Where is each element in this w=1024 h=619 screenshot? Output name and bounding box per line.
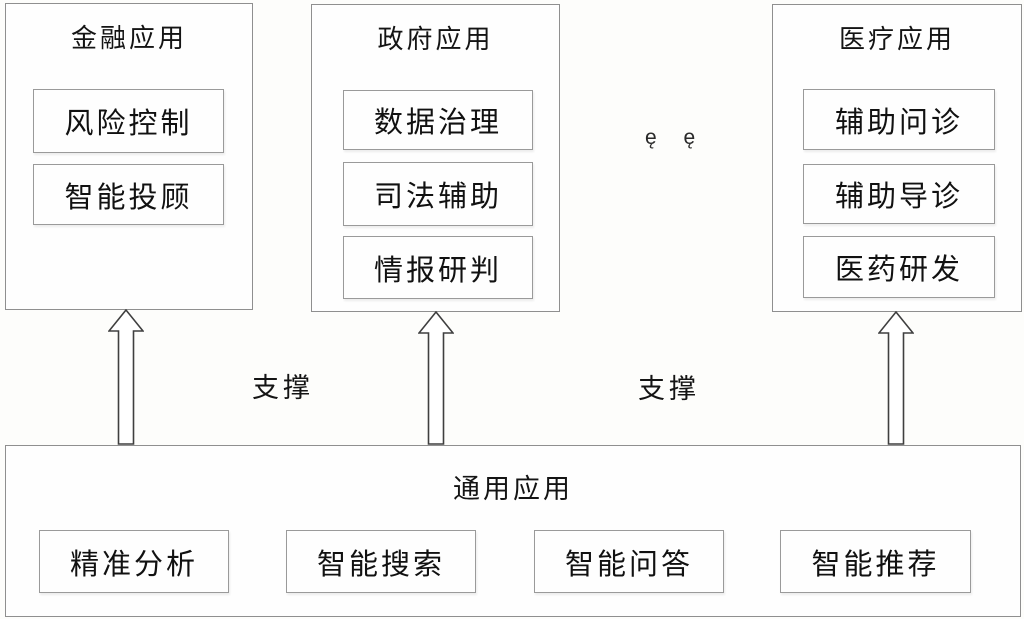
stray-glyphs: ę ę [645,126,696,149]
item-data-governance: 数据治理 [343,90,533,150]
item-precise-analysis: 精准分析 [39,530,229,593]
item-pharma-rd: 医药研发 [803,236,995,298]
government-apps-title: 政府应用 [377,24,494,54]
item-assisted-triage: 辅助导诊 [803,164,995,224]
financial-apps-title: 金融应用 [70,23,187,53]
item-assisted-consultation: 辅助问诊 [803,89,995,150]
support-label-right: 支撑 [638,374,700,404]
up-arrow-government [418,311,454,445]
up-arrow-financial [108,309,144,445]
item-judicial-assist: 司法辅助 [343,162,533,226]
financial-apps-box: 金融应用 风险控制 智能投顾 [5,3,253,310]
support-label-left: 支撑 [252,373,314,403]
medical-apps-box: 医疗应用 辅助问诊 辅助导诊 医药研发 [772,4,1022,312]
up-arrow-medical [878,311,914,445]
item-intelligence-analysis: 情报研判 [343,236,533,299]
general-apps-box: 通用应用 精准分析 智能搜索 智能问答 智能推荐 [5,445,1021,617]
item-intelligent-search: 智能搜索 [286,530,476,593]
government-apps-box: 政府应用 数据治理 司法辅助 情报研判 [311,4,560,312]
general-apps-title: 通用应用 [453,474,573,504]
item-intelligent-qa: 智能问答 [534,530,724,593]
medical-apps-title: 医疗应用 [838,24,955,54]
item-risk-control: 风险控制 [33,89,224,153]
item-intelligent-investment: 智能投顾 [33,164,224,225]
item-intelligent-recommendation: 智能推荐 [780,530,971,593]
